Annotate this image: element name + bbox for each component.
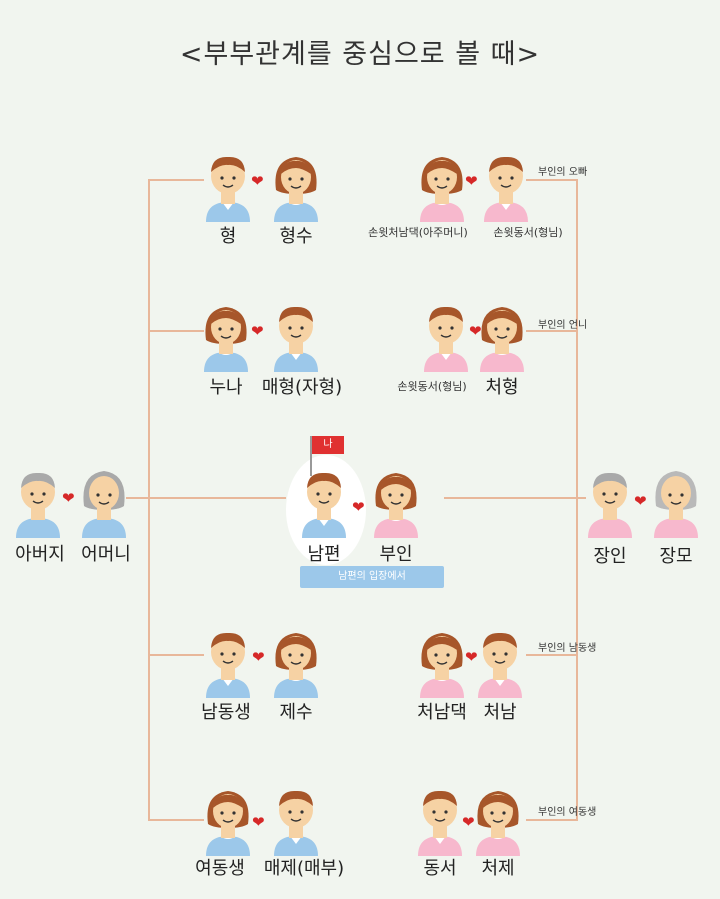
woman-icon	[270, 626, 322, 698]
label-hyungsu: 형수	[279, 226, 313, 247]
label-right-3a: 처남댁	[417, 702, 467, 723]
person-figure-younger-brother	[202, 626, 254, 698]
label-right-4a: 동서	[423, 858, 457, 879]
label-right-1b: 손윗동서(형님)	[493, 226, 563, 239]
left-branch-line-2	[148, 330, 204, 332]
label-maehyung: 매형(자형)	[261, 377, 343, 398]
person-figure-mother-in-law	[650, 466, 702, 538]
woman-icon	[416, 626, 468, 698]
label-right-2a: 손윗동서(형님)	[397, 380, 467, 393]
page-title: <부부관계를 중심으로 볼 때>	[179, 39, 541, 70]
person-figure-maehyung	[270, 300, 322, 372]
label-younger-brother: 남동생	[201, 702, 251, 723]
person-figure-mother	[78, 466, 130, 538]
person-figure-wife	[370, 466, 422, 538]
person-figure-cheonamdaek	[416, 626, 468, 698]
right-trunk-line	[576, 179, 578, 821]
heart-icon: ❤	[252, 813, 265, 831]
person-figure-sondongseo	[420, 300, 472, 372]
heart-icon: ❤	[251, 322, 264, 340]
person-figure-cheonamdaek-elder	[416, 150, 468, 222]
label-father: 아버지	[15, 544, 65, 565]
relation-label-3: 부인의 남동생	[538, 643, 597, 654]
person-figure-husband	[298, 466, 350, 538]
woman-icon	[476, 300, 528, 372]
label-younger-sister: 여동생	[195, 858, 245, 879]
label-jesu: 제수	[279, 702, 313, 723]
woman-icon	[416, 150, 468, 222]
label-hyung: 형	[219, 226, 237, 247]
heart-icon: ❤	[465, 648, 478, 666]
man-icon	[480, 150, 532, 222]
person-figure-maeje	[270, 784, 322, 856]
heart-icon: ❤	[469, 322, 482, 340]
person-figure-hyungsu	[270, 150, 322, 222]
label-husband: 남편	[307, 544, 341, 565]
label-right-4b: 처제	[481, 858, 515, 879]
right-branch-line-2	[526, 330, 578, 332]
old-woman-icon	[650, 466, 702, 538]
heart-icon: ❤	[251, 172, 264, 190]
person-figure-cheoje	[472, 784, 524, 856]
relation-label-1: 부인의 오빠	[538, 167, 588, 178]
woman-icon	[200, 300, 252, 372]
person-figure-elder-brother-of-wife	[480, 150, 532, 222]
right-root-line	[444, 497, 586, 499]
self-flag: 나	[312, 436, 344, 454]
old-woman-icon	[78, 466, 130, 538]
man-icon	[420, 300, 472, 372]
woman-icon	[270, 150, 322, 222]
label-right-2b: 처형	[485, 377, 519, 398]
person-figure-dongseo	[414, 784, 466, 856]
label-father-in-law: 장인	[593, 546, 627, 567]
heart-icon: ❤	[252, 648, 265, 666]
man-icon	[298, 466, 350, 538]
old-man-icon	[584, 466, 636, 538]
heart-icon: ❤	[352, 498, 365, 516]
heart-icon: ❤	[62, 489, 75, 507]
person-figure-cheohyung	[476, 300, 528, 372]
relation-label-4: 부인의 여동생	[538, 807, 597, 818]
left-trunk-line	[148, 179, 150, 821]
man-icon	[414, 784, 466, 856]
flag-pole	[310, 436, 312, 476]
person-figure-jesu	[270, 626, 322, 698]
man-icon	[474, 626, 526, 698]
label-wife: 부인	[379, 544, 413, 565]
label-nuna: 누나	[209, 377, 243, 398]
perspective-caption: 남편의 입장에서	[300, 566, 444, 588]
relation-label-2: 부인의 언니	[538, 320, 588, 331]
person-figure-cheonam	[474, 626, 526, 698]
man-icon	[270, 784, 322, 856]
man-icon	[202, 150, 254, 222]
woman-icon	[370, 466, 422, 538]
right-branch-line-4	[526, 819, 578, 821]
man-icon	[202, 626, 254, 698]
label-right-1a: 손윗처남댁(아주머니)	[368, 226, 468, 239]
person-figure-father	[12, 466, 64, 538]
label-mother: 어머니	[81, 544, 131, 565]
right-branch-line-3	[526, 654, 578, 656]
right-branch-line-1	[526, 179, 578, 181]
label-right-3b: 처남	[483, 702, 517, 723]
left-branch-line-4	[148, 819, 204, 821]
old-man-icon	[12, 466, 64, 538]
left-branch-line-1	[148, 179, 204, 181]
left-branch-line-3	[148, 654, 204, 656]
person-figure-father-in-law	[584, 466, 636, 538]
heart-icon: ❤	[634, 492, 647, 510]
person-figure-nuna	[200, 300, 252, 372]
person-figure-hyung	[202, 150, 254, 222]
woman-icon	[202, 784, 254, 856]
label-mother-in-law: 장모	[659, 546, 693, 567]
heart-icon: ❤	[462, 813, 475, 831]
label-maeje: 매제(매부)	[263, 858, 345, 879]
left-root-line	[126, 497, 286, 499]
heart-icon: ❤	[465, 172, 478, 190]
man-icon	[270, 300, 322, 372]
woman-icon	[472, 784, 524, 856]
person-figure-younger-sister	[202, 784, 254, 856]
